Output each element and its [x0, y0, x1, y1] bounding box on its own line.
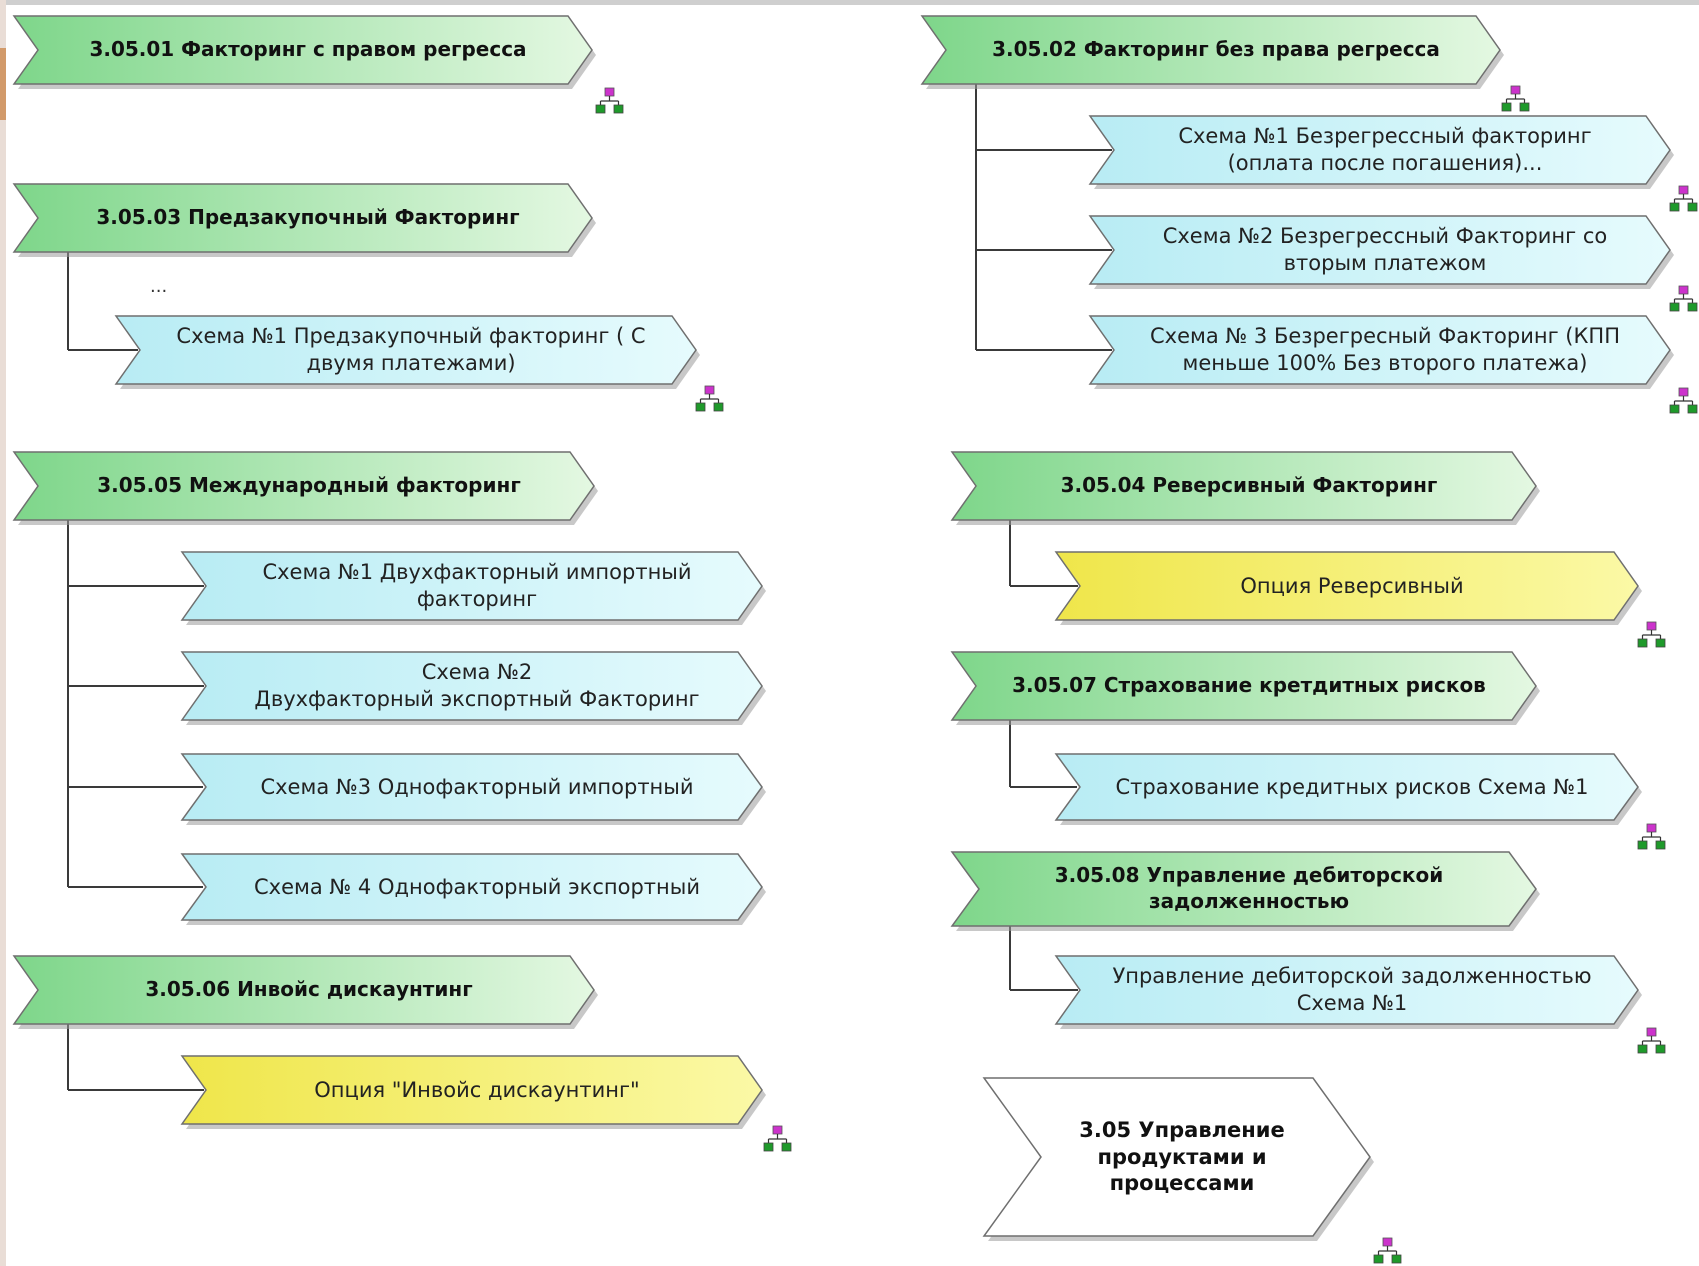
process-box-b0503[interactable]	[12, 183, 593, 253]
process-box-b0505[interactable]	[12, 451, 595, 521]
process-tree-icon-b0502s3[interactable]	[1669, 387, 1698, 414]
process-tree-icon-b0506o[interactable]	[763, 1125, 792, 1152]
process-tree-icon-b0507s1[interactable]	[1637, 823, 1666, 850]
process-label-b0505: 3.05.05 Международный факторинг	[97, 473, 521, 498]
process-box-b0503s1[interactable]	[114, 315, 697, 385]
process-label-b0507s1: Страхование кредитных рисков Схема №1	[1115, 774, 1589, 799]
process-tree-icon-b0504o[interactable]	[1637, 621, 1666, 648]
process-box-b0506[interactable]	[12, 955, 595, 1025]
process-label-b0505s4: Схема № 4 Однофакторный экспортный	[254, 874, 700, 899]
process-label-b0508: 3.05.08 Управление дебиторской задолженн…	[1054, 863, 1444, 913]
process-label-b0502s3: Схема № 3 Безрегресный Факторинг (КПП ме…	[1150, 324, 1620, 375]
process-label-b0505s3: Схема №3 Однофакторный импортный	[260, 774, 694, 799]
process-box-b0508[interactable]	[950, 851, 1537, 927]
process-label-b0501: 3.05.01 Факторинг с правом регресса	[89, 37, 527, 62]
process-box-b0504o[interactable]	[1054, 551, 1639, 621]
process-box-b0502[interactable]	[920, 15, 1501, 85]
process-label-b0506: 3.05.06 Инвойс дискаунтинг	[145, 977, 473, 1002]
process-box-b0501[interactable]	[12, 15, 593, 85]
process-label-b0507: 3.05.07 Страхование кретдитных рисков	[1012, 673, 1486, 698]
process-box-b0505s4[interactable]	[180, 853, 763, 921]
process-label-b0504o: Опция Реверсивный	[1240, 573, 1464, 598]
process-box-b0502s2[interactable]	[1088, 215, 1671, 285]
process-tree-icon-b0502s1[interactable]	[1669, 185, 1698, 212]
icon-layer	[595, 85, 1698, 1264]
process-box-b0505s3[interactable]	[180, 753, 763, 821]
process-box-b05[interactable]	[982, 1077, 1371, 1237]
process-label-b0502s2: Схема №2 Безрегрессный Факторинг со втор…	[1162, 224, 1608, 275]
process-label-b0505s1: Схема №1 Двухфакторный импортный фактори…	[262, 560, 692, 611]
frame-top-border	[0, 0, 1699, 5]
process-label-b0506o: Опция "Инвойс дискаунтинг"	[314, 1077, 640, 1102]
process-label-b0505s2: Схема №2 Двухфакторный экспортный Фактор…	[254, 660, 700, 711]
connector-layer	[67, 84, 1112, 1091]
process-box-b0507s1[interactable]	[1054, 753, 1639, 821]
process-box-b0508s1[interactable]	[1054, 955, 1639, 1025]
process-label-b0504: 3.05.04 Реверсивный Факторинг	[1060, 473, 1438, 498]
process-tree-icon-b05[interactable]	[1373, 1237, 1402, 1264]
process-tree-icon-b0502[interactable]	[1501, 85, 1530, 112]
process-box-b0502s1[interactable]	[1088, 115, 1671, 185]
process-label-b0503: 3.05.03 Предзакупочный Факторинг	[96, 205, 520, 230]
ellipsis-annotation: ...	[150, 276, 168, 297]
process-box-b0505s1[interactable]	[180, 551, 763, 621]
process-tree-icon-b0501[interactable]	[595, 87, 624, 114]
process-label-b0508s1: Управление дебиторской задолженностью Сх…	[1112, 964, 1592, 1015]
frame-left-border	[0, 0, 6, 1266]
process-box-b0507[interactable]	[950, 651, 1537, 721]
process-label-b05: 3.05 Управление продуктами и процессами	[1079, 1117, 1285, 1196]
process-tree-icon-b0502s2[interactable]	[1669, 285, 1698, 312]
frame-left-accent-block	[0, 48, 6, 120]
process-box-b0504[interactable]	[950, 451, 1537, 521]
process-box-b0505s2[interactable]	[180, 651, 763, 721]
process-label-b0503s1: Схема №1 Предзакупочный факторинг ( С дв…	[176, 324, 646, 375]
box-layer	[12, 15, 1674, 1241]
process-tree-icon-b0508s1[interactable]	[1637, 1027, 1666, 1054]
process-label-b0502: 3.05.02 Факторинг без права регресса	[992, 37, 1440, 62]
process-box-b0502s3[interactable]	[1088, 315, 1671, 385]
process-label-b0502s1: Схема №1 Безрегрессный факторинг (оплата…	[1178, 124, 1592, 175]
process-tree-icon-b0503s1[interactable]	[695, 385, 724, 412]
process-box-b0506o[interactable]	[180, 1055, 763, 1125]
